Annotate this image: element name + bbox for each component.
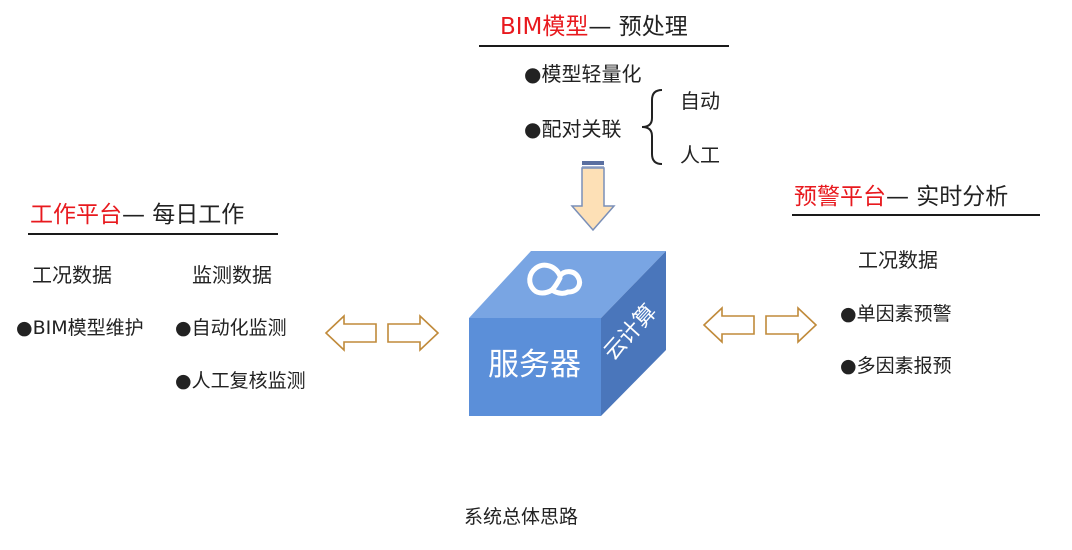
curly-brace-icon bbox=[641, 89, 663, 165]
left-item-manual-monitor: ●人工复核监测 bbox=[175, 370, 306, 392]
left-arrow-icon-2 bbox=[702, 306, 755, 344]
server-cube bbox=[469, 251, 666, 416]
right-arrow-icon-2 bbox=[765, 306, 818, 344]
warning-title-red: 预警平台 bbox=[794, 184, 886, 210]
warning-title-underline bbox=[792, 214, 1040, 216]
right-header: 工况数据 bbox=[858, 248, 938, 272]
bim-item-lightweight: ●模型轻量化 bbox=[524, 62, 642, 86]
warning-platform-title: 预警平台— 实时分析 bbox=[794, 182, 1008, 212]
right-item-single-factor: ●单因素预警 bbox=[840, 303, 952, 325]
bim-preprocess-title: BIM模型— 预处理 bbox=[500, 12, 688, 42]
bim-title-red: BIM模型 bbox=[500, 14, 589, 40]
left-col1-header: 工况数据 bbox=[32, 263, 112, 287]
cube-side-face bbox=[601, 251, 666, 416]
cube-top-face bbox=[469, 251, 666, 318]
branch-manual: 人工 bbox=[680, 143, 720, 167]
work-platform-title: 工作平台— 每日工作 bbox=[30, 200, 244, 230]
server-front-label: 服务器 bbox=[488, 347, 581, 383]
left-arrow-icon bbox=[324, 314, 377, 352]
warning-title-rest: — 实时分析 bbox=[886, 184, 1009, 210]
branch-auto: 自动 bbox=[680, 89, 720, 113]
bim-item-pairing: ●配对关联 bbox=[524, 117, 622, 141]
right-item-multi-factor: ●多因素报预 bbox=[840, 355, 952, 377]
bim-title-rest: — 预处理 bbox=[588, 14, 688, 40]
down-arrow-icon bbox=[570, 161, 616, 232]
cloud-icon bbox=[527, 262, 583, 296]
left-item-bim-maintenance: ●BIM模型维护 bbox=[16, 317, 144, 339]
cube-front-face bbox=[469, 318, 601, 416]
left-item-auto-monitor: ●自动化监测 bbox=[175, 317, 287, 339]
right-arrow-icon bbox=[387, 314, 440, 352]
diagram-caption: 系统总体思路 bbox=[464, 506, 579, 528]
bim-title-underline bbox=[479, 45, 729, 47]
work-title-underline bbox=[28, 233, 278, 235]
left-col2-header: 监测数据 bbox=[192, 263, 272, 287]
work-title-rest: — 每日工作 bbox=[122, 202, 245, 228]
work-title-red: 工作平台 bbox=[30, 202, 122, 228]
